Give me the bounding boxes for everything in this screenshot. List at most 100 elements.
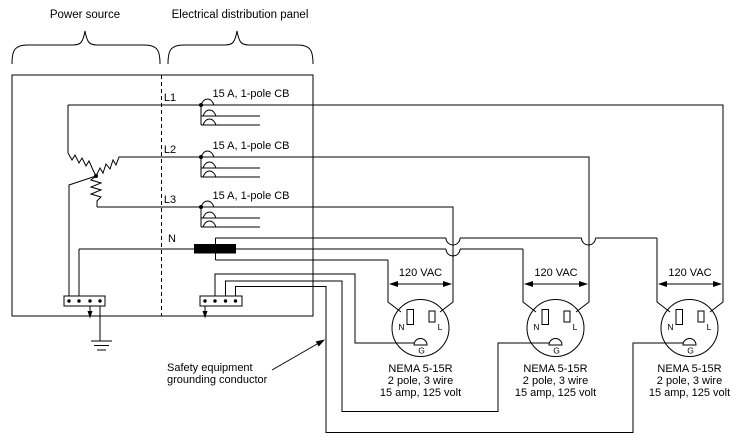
receptacle-rating-label: 15 amp, 125 volt — [380, 387, 461, 399]
line-slot — [697, 310, 705, 323]
enclosure-bond-arrowhead-icon — [202, 311, 208, 319]
arrowhead-left-icon — [389, 281, 398, 287]
breaker-label: 15 A, 1-pole CB — [212, 140, 289, 152]
voltage-label: 120 VAC — [668, 267, 711, 279]
arrowhead-right-icon — [579, 281, 588, 287]
terminal-dot — [213, 299, 217, 303]
terminal-strip — [199, 295, 243, 307]
receptacle-face — [526, 299, 585, 357]
distribution-panel-title: Electrical distribution panel — [172, 9, 309, 21]
neutral-run-receptacle-2 — [236, 248, 537, 313]
line-letter: L — [707, 322, 712, 332]
voltage-label: 120 VAC — [534, 267, 577, 279]
circuit-breaker-l1: 15 A, 1-pole CB — [199, 88, 290, 126]
neutral-slot — [406, 309, 414, 325]
neutral-run-receptacle-1 — [215, 259, 402, 313]
arrowhead-left-icon — [658, 281, 667, 287]
receptacle-3: 120 VAC N L G NEMA 5-15R 2 pole, 3 wire … — [649, 267, 730, 399]
l3-conductor — [97, 206, 454, 313]
terminal-dot — [223, 299, 228, 303]
enclosure-bond-arrowhead-icon — [87, 311, 93, 319]
winding-l2 — [95, 156, 125, 177]
terminal-dot — [77, 299, 81, 303]
section-headers: Power source Electrical distribution pan… — [11, 9, 314, 65]
terminal-dot — [67, 299, 71, 303]
neutral-run-receptacle-3 — [215, 237, 671, 313]
ground-letter: G — [553, 346, 560, 356]
receptacle-face — [391, 299, 450, 357]
l2-label: L2 — [164, 144, 176, 156]
source-ground-strip — [63, 295, 112, 351]
neutral-bus — [78, 237, 671, 313]
winding-l1 — [67, 152, 97, 177]
power-source-title: Power source — [50, 9, 120, 21]
arrowhead-left-icon — [524, 281, 533, 287]
grounding-conductors — [214, 273, 683, 433]
breaker-symbol — [200, 200, 260, 228]
circuit-breaker-l2: 15 A, 1-pole CB — [199, 140, 290, 178]
terminal-dot — [98, 299, 102, 303]
ground-slot — [413, 338, 428, 346]
enclosure — [11, 74, 314, 317]
receptacle-2: 120 VAC N L G NEMA 5-15R 2 pole, 3 wire … — [515, 267, 596, 399]
receptacle-rating-label: 15 amp, 125 volt — [515, 387, 596, 399]
distribution-panel-brace — [167, 30, 314, 65]
receptacle-model-label: NEMA 5-15R — [523, 363, 587, 375]
receptacle-1: 120 VAC N L G NEMA 5-15R 2 pole, 3 wire … — [380, 267, 461, 399]
neutral-center-tap-wire — [68, 175, 97, 296]
wye-transformer — [67, 105, 125, 296]
safety-ground-callout: Safety equipment grounding conductor — [167, 339, 325, 386]
arrowhead-right-icon — [713, 281, 722, 287]
ground-letter: G — [687, 346, 694, 356]
line-letter: L — [573, 322, 578, 332]
neutral-label: N — [168, 233, 176, 245]
panel-ground-strip — [199, 295, 243, 319]
terminal-dot — [203, 299, 207, 303]
l1-conductor — [68, 104, 724, 313]
safety-note-line2: grounding conductor — [167, 374, 268, 386]
enclosure-box — [11, 74, 314, 317]
ground-letter: G — [418, 346, 425, 356]
neutral-letter: N — [533, 322, 539, 332]
terminal-dot — [233, 299, 238, 303]
neutral-feed-wire — [78, 248, 194, 296]
line-slot — [428, 310, 436, 323]
voltage-label: 120 VAC — [399, 267, 442, 279]
callout-arrowhead-icon — [315, 339, 325, 347]
l1-label: L1 — [164, 92, 176, 104]
breaker-symbol — [200, 150, 260, 178]
neutral-slot — [541, 309, 549, 325]
line-slot — [563, 310, 571, 323]
circuit-breaker-l3: 15 A, 1-pole CB — [199, 190, 290, 228]
terminal-dot — [88, 299, 92, 303]
breaker-label: 15 A, 1-pole CB — [212, 190, 289, 202]
breaker-label: 15 A, 1-pole CB — [212, 88, 289, 100]
l3-label: L3 — [164, 194, 176, 206]
winding-l3 — [89, 175, 103, 207]
l2-conductor — [125, 156, 590, 313]
power-source-brace — [11, 30, 161, 65]
phase-conductors: L1 L2 L3 N — [68, 92, 724, 313]
receptacle-wiring-label: 2 pole, 3 wire — [657, 375, 722, 387]
receptacle-wiring-label: 2 pole, 3 wire — [523, 375, 588, 387]
receptacle-model-label: NEMA 5-15R — [657, 363, 721, 375]
terminal-strip — [63, 295, 106, 307]
arrowhead-right-icon — [443, 281, 452, 287]
breaker-symbol — [200, 98, 260, 126]
ground-run-receptacle-3 — [235, 286, 683, 433]
ground-run-receptacle-1 — [214, 273, 414, 344]
receptacle-wiring-label: 2 pole, 3 wire — [388, 375, 453, 387]
receptacle-rating-label: 15 amp, 125 volt — [649, 387, 730, 399]
ground-run-receptacle-2 — [225, 280, 549, 412]
ground-slot — [682, 338, 697, 346]
ground-slot — [548, 338, 563, 346]
receptacle-model-label: NEMA 5-15R — [388, 363, 452, 375]
neutral-letter: N — [667, 322, 673, 332]
neutral-letter: N — [398, 322, 404, 332]
neutral-slot — [675, 309, 683, 325]
callout-arrow-line — [271, 343, 319, 371]
receptacle-face — [660, 299, 719, 357]
earth-ground-icon — [91, 340, 112, 351]
